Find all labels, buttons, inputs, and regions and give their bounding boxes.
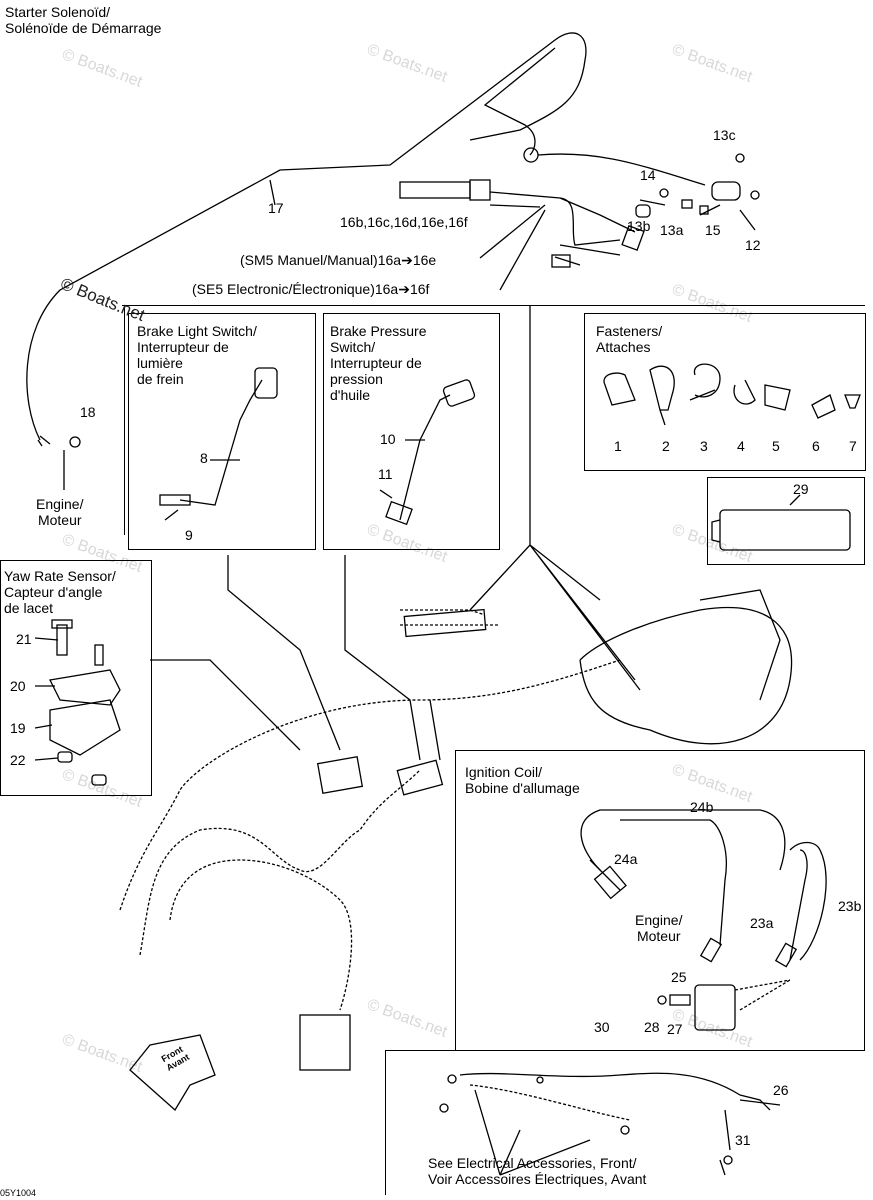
callout-15: 15 <box>705 222 721 238</box>
callout-23a: 23a <box>750 915 774 931</box>
fastener-1: 1 <box>614 438 622 454</box>
callout-28: 28 <box>644 1019 660 1035</box>
callout-19: 19 <box>10 720 26 736</box>
brake-light-switch-title: Brake Light Switch/Interrupteur de lumiè… <box>137 323 257 387</box>
callout-12: 12 <box>745 237 761 253</box>
diagram-code: 05Y1004 <box>0 1188 37 1198</box>
callout-10: 10 <box>380 431 396 447</box>
callout-27: 27 <box>667 1021 683 1037</box>
callout-14: 14 <box>640 167 656 183</box>
fastener-3: 3 <box>700 438 708 454</box>
brake-pressure-switch-panel <box>323 313 500 550</box>
ignition-coil-title: Ignition Coil/Bobine d'allumage <box>465 764 580 796</box>
callout-13c: 13c <box>713 127 736 143</box>
callout-20: 20 <box>10 678 26 694</box>
callout-16: 16b,16c,16d,16e,16f <box>340 214 468 230</box>
ignition-coil-panel <box>455 750 865 1050</box>
callout-8: 8 <box>200 450 208 466</box>
fastener-2: 2 <box>662 438 670 454</box>
callout-se5: (SE5 Electronic/Électronique)16a➔16f <box>192 281 430 297</box>
callout-22: 22 <box>10 752 26 768</box>
callout-21: 21 <box>16 631 32 647</box>
fastener-6: 6 <box>812 438 820 454</box>
fasteners-panel <box>584 313 866 471</box>
brake-light-switch-panel <box>128 313 316 550</box>
callout-23b: 23b <box>838 898 862 914</box>
callout-30: 30 <box>594 1019 610 1035</box>
callout-9: 9 <box>185 527 193 543</box>
fastener-4: 4 <box>737 438 745 454</box>
callout-31: 31 <box>735 1132 751 1148</box>
fasteners-title: Fasteners/Attaches <box>596 323 663 355</box>
callout-24a: 24a <box>614 851 638 867</box>
fastener-5: 5 <box>772 438 780 454</box>
callout-sm5: (SM5 Manuel/Manual)16a➔16e <box>240 252 437 268</box>
callout-13a: 13a <box>660 222 684 238</box>
callout-29: 29 <box>793 481 809 497</box>
starter-solenoid-title: Starter Solenoïd/Solénoïde de Démarrage <box>5 4 162 36</box>
callout-13b: 13b <box>627 218 651 234</box>
engine-left-panel <box>0 305 125 535</box>
callout-18: 18 <box>80 404 96 420</box>
callout-17: 17 <box>268 200 284 216</box>
engine-right-label: Engine/Moteur <box>635 912 683 944</box>
callout-11: 11 <box>378 466 393 482</box>
callout-25: 25 <box>671 969 687 985</box>
sealant-panel <box>707 477 865 565</box>
yaw-rate-sensor-panel <box>0 560 152 796</box>
see-accessories-note: See Electrical Accessories, Front/Voir A… <box>428 1155 647 1187</box>
accessories-panel <box>385 1050 865 1195</box>
engine-left-label: Engine/Moteur <box>36 496 84 528</box>
callout-26: 26 <box>773 1082 789 1098</box>
callout-24b: 24b <box>690 799 714 815</box>
top-separator <box>122 305 865 306</box>
fastener-7: 7 <box>849 438 857 454</box>
